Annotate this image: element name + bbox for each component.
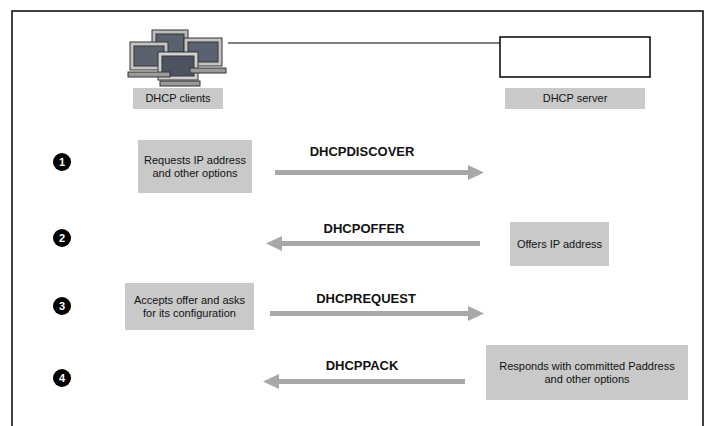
step-number: 1 <box>53 153 71 171</box>
step-box: Offers IP address <box>510 222 609 266</box>
step-box: Responds with committed Paddress and oth… <box>486 345 688 400</box>
callout-number: 1 <box>59 157 65 168</box>
message-name: DHCPOFFER <box>324 221 405 236</box>
step-box: Requests IP address and other options <box>138 140 252 193</box>
message-name: DHCPREQUEST <box>316 291 416 306</box>
server-box <box>500 37 650 77</box>
message-name: DHCPDISCOVER <box>310 144 415 159</box>
role-label: DHCP clients <box>133 88 223 109</box>
computer-icon <box>128 30 226 86</box>
message-name: DHCPPACK <box>326 358 399 373</box>
step-number: 2 <box>53 229 71 247</box>
frame <box>12 11 703 426</box>
callout-number: 3 <box>59 301 65 312</box>
box-text: Accepts offer and asks for its configura… <box>131 294 248 319</box>
box-text: Responds with committed Paddress and oth… <box>492 360 682 385</box>
box-text: Requests IP address and other options <box>144 154 246 179</box>
step-number: 3 <box>53 297 71 315</box>
message-arrows <box>263 165 484 389</box>
step-number: 4 <box>53 369 71 387</box>
callout-number: 4 <box>59 373 65 384</box>
role-label: DHCP server <box>505 88 645 109</box>
box-text: Offers IP address <box>517 238 602 251</box>
callout-number: 2 <box>59 233 65 244</box>
network-line <box>228 42 500 43</box>
box-text: DHCP clients <box>145 92 210 105</box>
step-box: Accepts offer and asks for its configura… <box>125 283 254 330</box>
box-text: DHCP server <box>543 92 608 105</box>
